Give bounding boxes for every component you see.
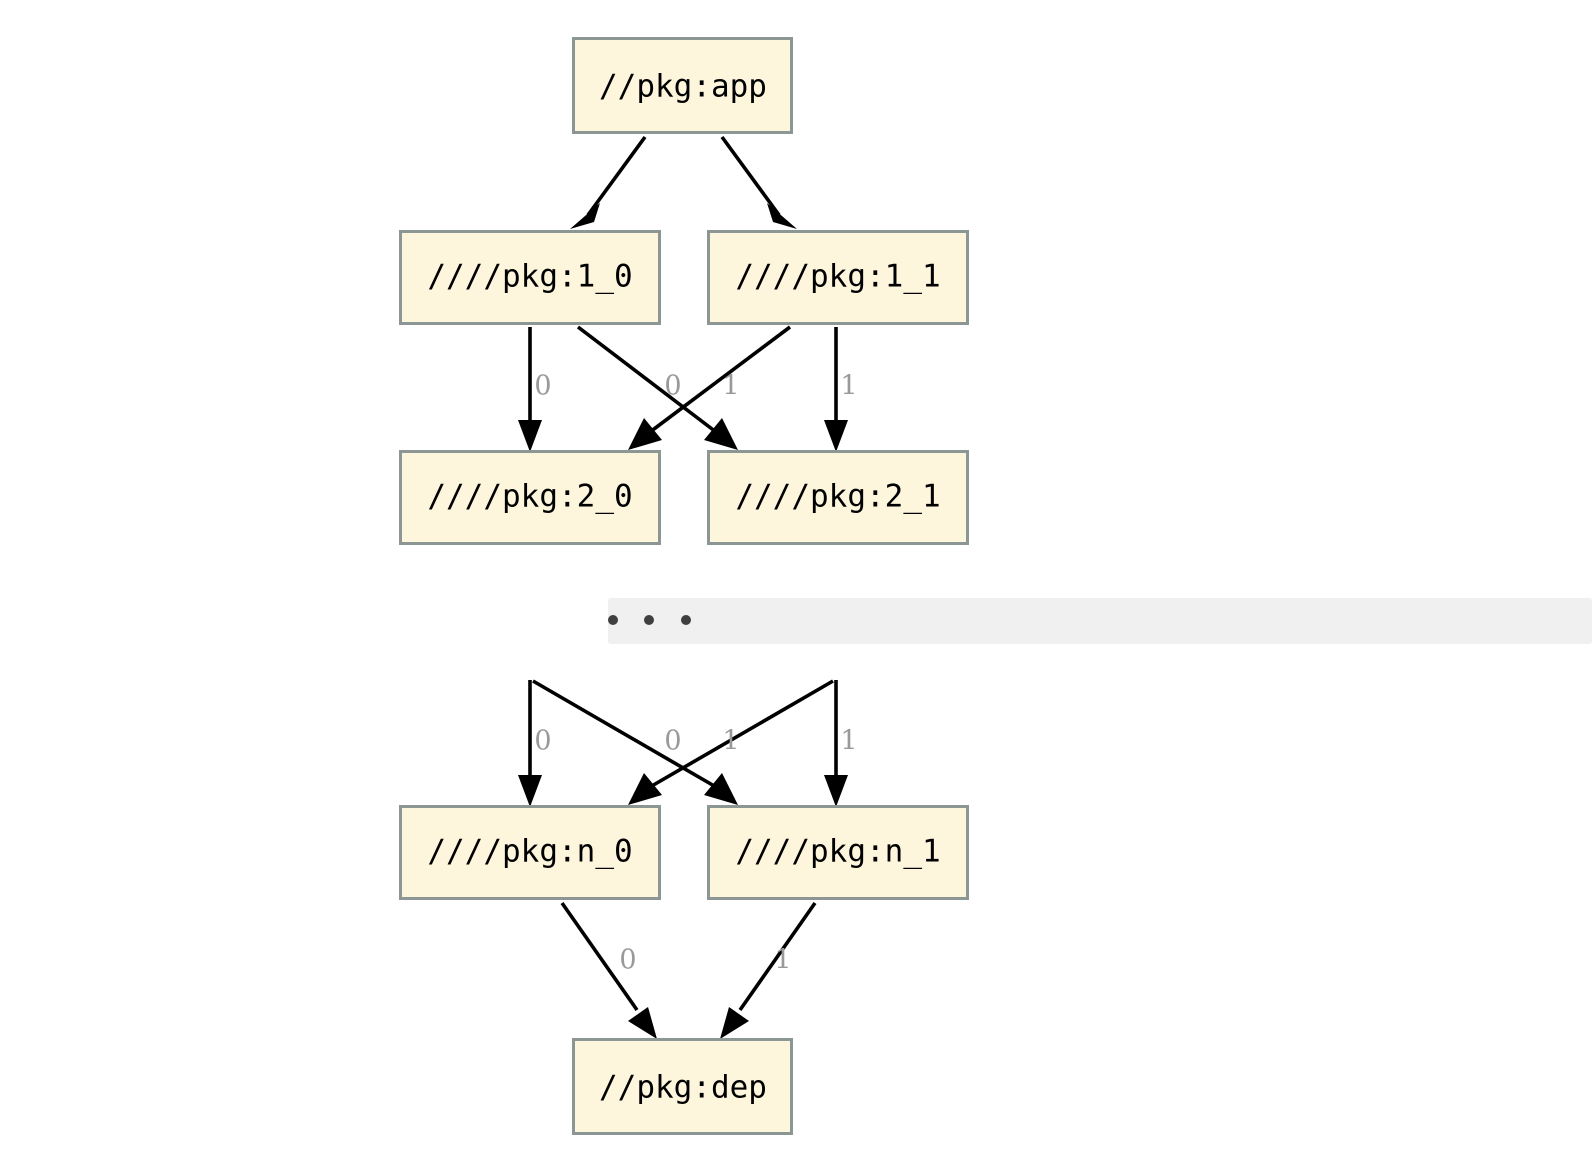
- nodes-layer: //pkg:app ////pkg:1_0 ////pkg:1_1 ////pk…: [399, 37, 969, 1135]
- node-dep[interactable]: //pkg:dep: [572, 1038, 793, 1135]
- node-pkg-2-1[interactable]: ////pkg:2_1: [707, 450, 969, 545]
- edge-line: [649, 679, 834, 789]
- arrowhead: [767, 203, 797, 229]
- edge-n_0-to-dep: 0: [560, 901, 657, 1039]
- node-box[interactable]: [707, 450, 969, 545]
- arrowhead: [720, 1007, 749, 1039]
- edge-line: [738, 901, 817, 1012]
- arrowhead: [518, 775, 542, 807]
- node-box[interactable]: [399, 450, 661, 545]
- edge-label: 0: [534, 371, 551, 402]
- edge-line: [560, 901, 639, 1012]
- edge-elided-to-n_1-alt: 1: [824, 680, 858, 807]
- edge-label: 1: [774, 945, 791, 976]
- edge-app-to-1_0: [570, 135, 647, 229]
- node-box[interactable]: [707, 805, 969, 900]
- edge-elided-to-n_0: 0: [518, 680, 552, 807]
- arrowhead: [704, 418, 738, 450]
- node-app[interactable]: //pkg:app: [572, 37, 793, 134]
- arrowhead: [824, 775, 848, 807]
- node-label: ////pkg:2_0: [427, 479, 632, 515]
- node-pkg-n-0[interactable]: ////pkg:n_0: [399, 805, 661, 900]
- node-label: //pkg:app: [599, 69, 767, 105]
- arrowhead: [628, 773, 662, 805]
- edge-line: [586, 135, 647, 217]
- node-label: ////pkg:n_1: [735, 834, 940, 870]
- edge-label: 0: [664, 371, 681, 402]
- edge-line: [648, 325, 792, 434]
- arrowhead: [518, 420, 542, 452]
- node-label: ////pkg:1_0: [427, 259, 632, 295]
- edge-elided-to-n_0-alt: 1: [628, 679, 834, 805]
- node-label: ////pkg:2_1: [735, 479, 940, 515]
- edge-label: 0: [534, 726, 551, 757]
- edge-n_1-to-dep: 1: [720, 901, 817, 1039]
- edge-1_1-to-2_1: 1: [824, 327, 858, 452]
- arrowhead: [824, 420, 848, 452]
- edge-line: [720, 135, 781, 217]
- node-label: ////pkg:n_0: [427, 834, 632, 870]
- edge-label: 0: [619, 945, 636, 976]
- elision-band: [608, 598, 1592, 644]
- elision-dot-2: [644, 615, 654, 625]
- node-pkg-1-0[interactable]: ////pkg:1_0: [399, 230, 661, 325]
- edge-label: 1: [722, 726, 739, 757]
- arrowhead: [628, 1007, 657, 1039]
- edge-app-to-1_1: [720, 135, 797, 229]
- edge-label: 0: [664, 726, 681, 757]
- edge-label: 1: [840, 371, 857, 402]
- node-label: //pkg:dep: [599, 1070, 767, 1106]
- elision-row: [608, 598, 1592, 644]
- edge-elided-to-n_1: 0: [532, 679, 738, 805]
- node-box[interactable]: [707, 230, 969, 325]
- node-label: ////pkg:1_1: [735, 259, 940, 295]
- arrowhead: [628, 418, 662, 450]
- node-pkg-n-1[interactable]: ////pkg:n_1: [707, 805, 969, 900]
- node-box[interactable]: [572, 1038, 793, 1135]
- arrowhead: [704, 773, 738, 805]
- edge-line: [532, 679, 717, 789]
- edge-line: [576, 325, 718, 434]
- node-box[interactable]: [572, 37, 793, 134]
- edge-1_1-to-2_0: 1: [628, 325, 792, 450]
- edges-layer: 0 0 1 1: [518, 135, 858, 1039]
- arrowhead: [570, 203, 600, 229]
- node-box[interactable]: [399, 230, 661, 325]
- elision-dot-1: [608, 615, 618, 625]
- elision-dot-3: [681, 615, 691, 625]
- edge-label: 1: [840, 726, 857, 757]
- node-pkg-1-1[interactable]: ////pkg:1_1: [707, 230, 969, 325]
- edge-1_0-to-2_1: 0: [576, 325, 738, 450]
- edge-label: 1: [722, 371, 739, 402]
- node-box[interactable]: [399, 805, 661, 900]
- edge-1_0-to-2_0: 0: [518, 327, 552, 452]
- node-pkg-2-0[interactable]: ////pkg:2_0: [399, 450, 661, 545]
